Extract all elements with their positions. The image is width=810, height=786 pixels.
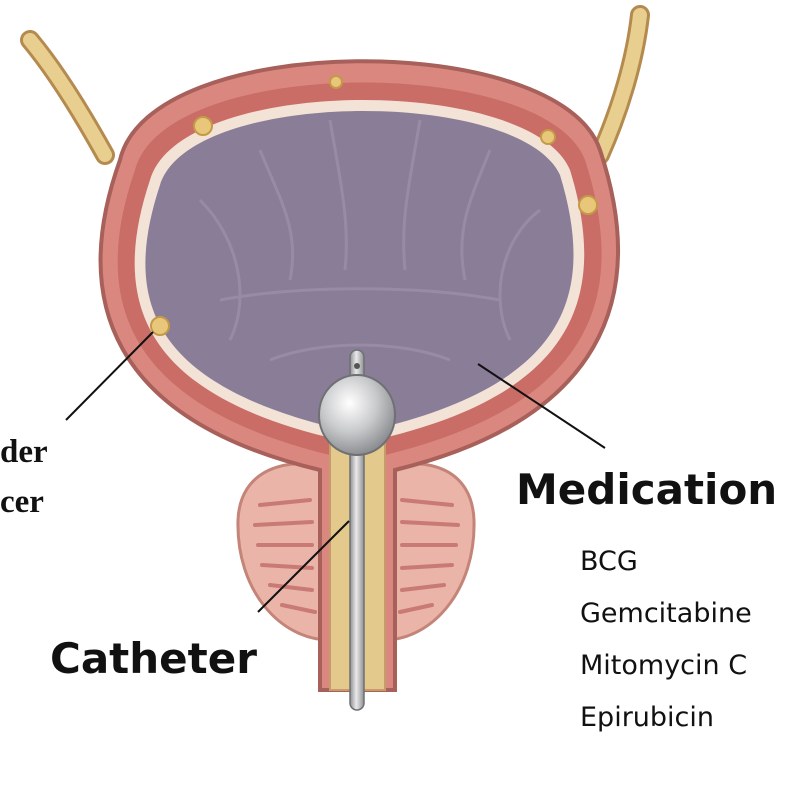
bladder-cancer-label-line2: cer bbox=[0, 486, 44, 519]
medication-item: Gemcitabine bbox=[580, 600, 752, 652]
medication-item: BCG bbox=[580, 548, 752, 600]
bladder-cancer-label-line1: der bbox=[0, 436, 48, 469]
medication-list: BCG Gemcitabine Mitomycin C Epirubicin bbox=[580, 548, 752, 756]
catheter-balloon bbox=[319, 375, 395, 455]
catheter-label: Catheter bbox=[50, 638, 257, 680]
medication-item: Epirubicin bbox=[580, 704, 752, 756]
medication-item: Mitomycin C bbox=[580, 652, 752, 704]
medication-heading: Medication bbox=[516, 469, 777, 511]
